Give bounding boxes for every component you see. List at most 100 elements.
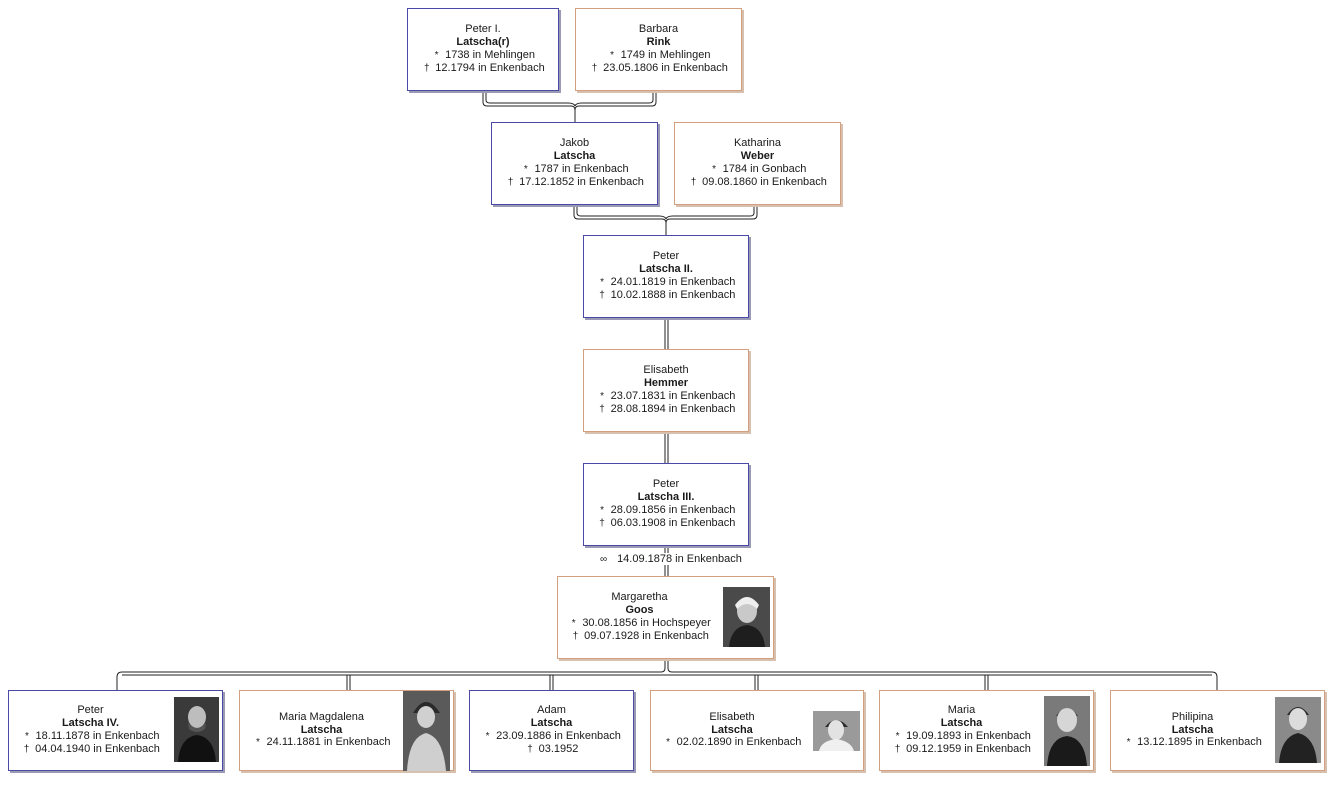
birth-star-icon: * [600, 504, 605, 516]
surname: Latscha [940, 716, 983, 729]
given-name: Maria Magdalena [279, 711, 364, 724]
birth-info: 1738 in Mehlingen [445, 48, 535, 61]
person-card-adam[interactable]: Adam Latscha * 23.09.1886 in Enkenbach †… [469, 690, 634, 771]
death-cross-icon: † [527, 744, 533, 756]
birth-star-icon: * [610, 49, 614, 61]
surname: Latscha(r) [456, 35, 510, 48]
death-info: 06.03.1908 in Enkenbach [610, 517, 736, 530]
death-info: 04.04.1940 in Enkenbach [35, 743, 160, 756]
given-name: Philipina [1171, 711, 1214, 724]
birth-star-icon: * [600, 276, 605, 288]
birth-star-icon: * [571, 617, 576, 629]
given-name: Adam [537, 704, 566, 717]
death-cross-icon: † [599, 518, 605, 530]
birth-info: 19.09.1893 in Enkenbach [906, 729, 1031, 742]
marriage-rings-icon: ∞ [600, 554, 608, 565]
person-card-peter-iv[interactable]: Peter Latscha IV. * 18.11.1878 in Enkenb… [8, 690, 223, 771]
death-cross-icon: † [507, 177, 514, 189]
surname: Rink [646, 35, 671, 48]
birth-star-icon: * [1126, 737, 1131, 749]
given-name: Margaretha [611, 591, 668, 604]
death-cross-icon: † [599, 290, 605, 302]
surname: Hemmer [643, 376, 689, 389]
given-name: Peter I. [465, 23, 501, 36]
given-name: Katharina [733, 137, 782, 150]
surname: Latscha II. [639, 262, 693, 275]
given-name: Peter [652, 478, 680, 491]
person-card-philipina[interactable]: Philipina Latscha * 13.12.1895 in Enkenb… [1110, 690, 1325, 771]
marriage-info: ∞ 14.09.1878 in Enkenbach [598, 553, 744, 565]
portrait-photo [1275, 697, 1321, 763]
death-cross-icon: † [23, 744, 30, 756]
birth-star-icon: * [712, 163, 717, 175]
death-info: 28.08.1894 in Enkenbach [610, 403, 736, 416]
given-name: Elisabeth [643, 364, 689, 377]
birth-star-icon: * [600, 390, 605, 402]
birth-info: 02.02.1890 in Enkenbach [676, 736, 802, 749]
person-card-katharina[interactable]: Katharina Weber * 1784 in Gonbach † 09.0… [674, 122, 841, 205]
portrait-photo [403, 691, 450, 771]
birth-info: 1749 in Mehlingen [620, 48, 711, 61]
surname: Latscha [553, 149, 596, 162]
person-card-elisabeth-hemmer[interactable]: Elisabeth Hemmer * 23.07.1831 in Enkenba… [583, 349, 749, 432]
surname: Goos [625, 603, 654, 616]
death-info: 09.12.1959 in Enkenbach [906, 743, 1031, 756]
birth-info: 23.07.1831 in Enkenbach [610, 389, 736, 402]
death-cross-icon: † [894, 744, 901, 756]
portrait-photo [174, 697, 219, 762]
birth-info: 13.12.1895 in Enkenbach [1137, 736, 1262, 749]
person-card-maria[interactable]: Maria Latscha * 19.09.1893 in Enkenbach … [879, 690, 1094, 771]
birth-info: 24.11.1881 in Enkenbach [266, 736, 391, 749]
death-info: 09.08.1860 in Enkenbach [702, 176, 827, 189]
death-info: 12.1794 in Enkenbach [435, 62, 545, 75]
surname: Latscha III. [637, 490, 695, 503]
surname: Latscha [711, 723, 753, 736]
surname: Latscha IV. [61, 716, 120, 729]
portrait-photo [1044, 696, 1090, 766]
given-name: Elisabeth [709, 711, 755, 724]
person-card-peter-ii[interactable]: Peter Latscha II. * 24.01.1819 in Enkenb… [583, 235, 749, 318]
birth-info: 30.08.1856 in Hochspeyer [582, 616, 711, 629]
death-info: 09.07.1928 in Enkenbach [584, 630, 709, 643]
birth-star-icon: * [523, 163, 528, 175]
birth-info: 1787 in Enkenbach [534, 162, 629, 175]
birth-star-icon: * [485, 730, 490, 742]
surname: Latscha [300, 723, 343, 736]
person-card-peter-i[interactable]: Peter I. Latscha(r) * 1738 in Mehlingen … [407, 8, 559, 91]
birth-star-icon: * [25, 730, 29, 742]
death-info: 03.1952 [538, 743, 579, 756]
death-cross-icon: † [690, 177, 697, 189]
death-cross-icon: † [591, 63, 598, 75]
person-card-barbara[interactable]: Barbara Rink * 1749 in Mehlingen † 23.05… [575, 8, 742, 91]
death-cross-icon: † [423, 63, 430, 75]
given-name: Peter [77, 704, 104, 717]
portrait-photo [813, 711, 860, 751]
birth-info: 24.01.1819 in Enkenbach [610, 275, 736, 288]
given-name: Maria [947, 704, 976, 717]
birth-info: 23.09.1886 in Enkenbach [496, 729, 621, 742]
marriage-date: 14.09.1878 in Enkenbach [617, 553, 742, 565]
given-name: Barbara [638, 23, 679, 36]
death-cross-icon: † [599, 404, 605, 416]
person-card-peter-iii[interactable]: Peter Latscha III. * 28.09.1856 in Enken… [583, 463, 749, 546]
surname: Weber [740, 149, 775, 162]
portrait-photo [723, 587, 770, 647]
birth-star-icon: * [256, 737, 260, 749]
birth-info: 1784 in Gonbach [722, 162, 807, 175]
birth-info: 18.11.1878 in Enkenbach [35, 729, 160, 742]
death-info: 23.05.1806 in Enkenbach [603, 62, 728, 75]
person-card-margaretha[interactable]: Margaretha Goos * 30.08.1856 in Hochspey… [557, 576, 774, 659]
birth-star-icon: * [895, 730, 900, 742]
death-info: 10.02.1888 in Enkenbach [610, 289, 736, 302]
given-name: Jakob [559, 137, 590, 150]
person-card-elisabeth-latscha[interactable]: Elisabeth Latscha * 02.02.1890 in Enkenb… [650, 690, 864, 771]
birth-info: 28.09.1856 in Enkenbach [610, 503, 736, 516]
given-name: Peter [652, 250, 680, 263]
person-card-maria-magdalena[interactable]: Maria Magdalena Latscha * 24.11.1881 in … [239, 690, 454, 771]
person-card-jakob[interactable]: Jakob Latscha * 1787 in Enkenbach † 17.1… [491, 122, 658, 205]
death-cross-icon: † [572, 631, 579, 643]
death-info: 17.12.1852 in Enkenbach [519, 176, 644, 189]
surname: Latscha [1171, 723, 1214, 736]
birth-star-icon: * [666, 737, 671, 749]
